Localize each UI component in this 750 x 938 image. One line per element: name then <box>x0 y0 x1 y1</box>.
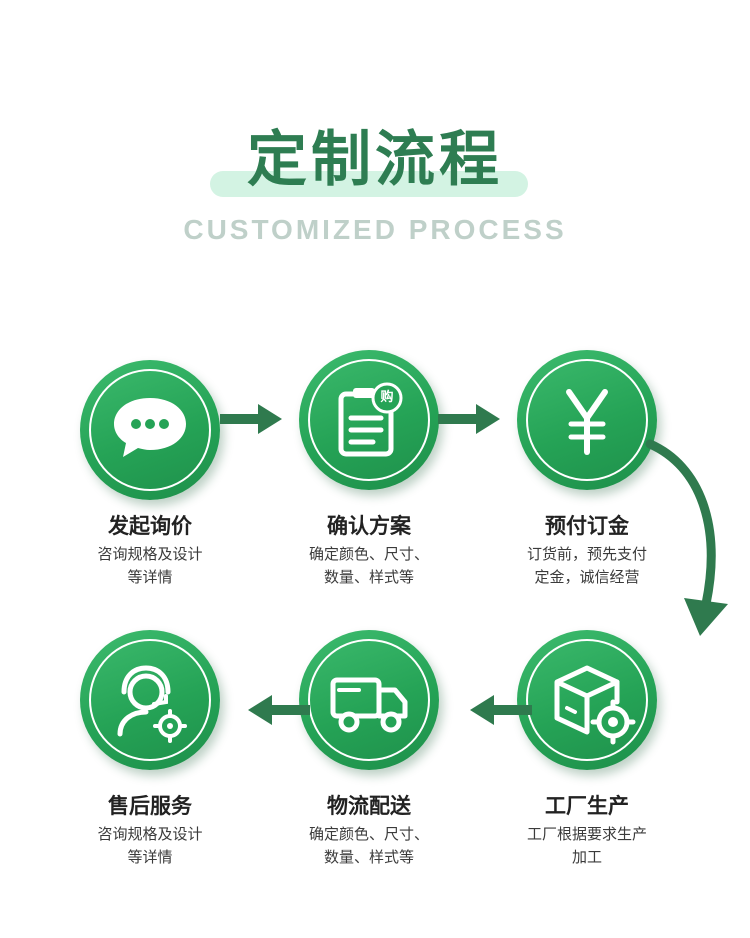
step-title: 售后服务 <box>108 794 192 818</box>
step-title: 物流配送 <box>327 794 411 818</box>
chat-bubble-icon <box>114 398 186 457</box>
arrow-right-icon <box>220 404 282 434</box>
page-title: 定制流程 <box>247 125 503 195</box>
step-confirm-plan: 购 确认方案 确定颜色、尺寸、 数量、样式等 <box>264 350 474 590</box>
step-desc-line2: 数量、样式等 <box>323 568 414 586</box>
step-desc-line2: 加工 <box>571 848 602 866</box>
title-highlight <box>210 171 528 197</box>
step-circle: 购 <box>299 350 439 490</box>
box-gear-icon <box>554 665 636 745</box>
step-title: 工厂生产 <box>545 794 629 818</box>
step-desc-line2: 数量、样式等 <box>323 848 414 866</box>
support-agent-icon <box>117 665 187 743</box>
step-desc-line1: 咨询规格及设计 <box>97 545 203 563</box>
page-subtitle: CUSTOMIZED PROCESS <box>183 214 567 245</box>
step-circle <box>517 350 657 490</box>
shopping-list-icon <box>338 382 403 457</box>
step-desc-line1: 确定颜色、尺寸、 <box>308 545 429 563</box>
step-circle <box>80 630 220 770</box>
step-circle <box>80 360 220 500</box>
purchase-badge: 购 <box>380 390 394 405</box>
step-circle <box>517 630 657 770</box>
curved-arrow-down-icon <box>645 439 728 636</box>
truck-icon <box>330 677 408 733</box>
step-inquiry: 发起询价 咨询规格及设计 等详情 <box>45 360 255 590</box>
yen-icon <box>566 389 608 455</box>
step-desc-line1: 确定颜色、尺寸、 <box>308 825 429 843</box>
step-title: 发起询价 <box>108 514 192 538</box>
step-desc-line2: 等详情 <box>127 848 173 866</box>
step-circle <box>299 630 439 770</box>
step-title: 确认方案 <box>327 514 411 538</box>
step-after-sales: 售后服务 咨询规格及设计 等详情 <box>45 630 255 870</box>
step-desc-line1: 咨询规格及设计 <box>97 825 203 843</box>
step-desc-line2: 定金，诚信经营 <box>534 568 640 586</box>
arrow-left-icon <box>248 695 310 725</box>
arrow-right-icon <box>438 404 500 434</box>
step-desc-line1: 工厂根据要求生产 <box>526 825 647 843</box>
step-desc-line1: 订货前，预先支付 <box>526 545 647 563</box>
step-factory-production: 工厂生产 工厂根据要求生产 加工 <box>482 630 692 870</box>
arrow-left-icon <box>470 695 532 725</box>
step-title: 预付订金 <box>545 514 629 538</box>
step-desc-line2: 等详情 <box>127 568 173 586</box>
step-logistics: 物流配送 确定颜色、尺寸、 数量、样式等 <box>264 630 474 870</box>
step-deposit: 预付订金 订货前，预先支付 定金，诚信经营 <box>482 350 692 590</box>
